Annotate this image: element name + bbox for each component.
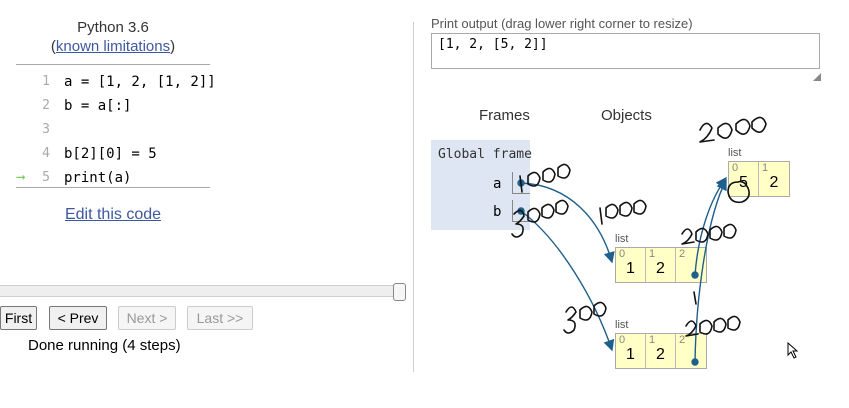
code-listing: 1 a = [1, 2, [1, 2]] 2 b = a[:] 3 4 b[2]…: [16, 70, 216, 190]
cell-value: 2: [656, 260, 665, 277]
cell-value: 1: [626, 260, 635, 277]
annotation-2000-top: [699, 116, 767, 143]
line-number: 1: [42, 74, 50, 89]
code-text: b[2][0] = 5: [64, 146, 157, 162]
code-line-3: 3: [16, 118, 216, 142]
list-label: list: [728, 147, 742, 159]
code-line-5: ➞ 5 print(a): [16, 166, 216, 190]
known-limitations-link[interactable]: known limitations: [55, 38, 171, 55]
code-text: a = [1, 2, [1, 2]]: [64, 74, 216, 90]
code-text: print(a): [64, 170, 132, 186]
line-number: 5: [42, 170, 50, 185]
annotation-circle-5: [727, 180, 750, 204]
list-cell: 1 2: [646, 334, 676, 368]
code-line-4: 4 b[2][0] = 5: [16, 142, 216, 166]
code-text: b = a[:]: [64, 98, 132, 114]
code-line-2: 2 b = a[:]: [16, 94, 216, 118]
code-bottom-divider: [16, 187, 210, 188]
first-button[interactable]: First: [0, 306, 37, 330]
global-frame: [431, 140, 530, 230]
cell-index: 0: [619, 248, 626, 260]
var-a-pointer-cell: [512, 172, 530, 194]
annotation-tick: [693, 291, 697, 305]
code-top-divider: [16, 64, 210, 65]
next-button[interactable]: Next >: [118, 306, 176, 330]
pointer-arrows: [517, 176, 727, 366]
cell-value: 2: [769, 174, 779, 191]
line-number: 4: [42, 146, 50, 161]
list-cell: 1 2: [646, 248, 676, 282]
line-number: 2: [42, 98, 50, 113]
cell-index: 2: [679, 334, 686, 346]
cell-index: 0: [619, 334, 626, 346]
handwritten-annotations: [511, 116, 767, 337]
cell-index: 1: [649, 248, 656, 260]
list-cell: 0 1: [616, 334, 646, 368]
annotation-1000-list: [599, 199, 647, 225]
print-output-label: Print output (drag lower right corner to…: [431, 16, 693, 31]
edit-code-link[interactable]: Edit this code: [64, 206, 162, 223]
global-frame-title: Global frame: [438, 147, 532, 162]
annotation-1000-a: [519, 163, 571, 193]
list-label: list: [615, 319, 629, 331]
resize-grip-icon[interactable]: [813, 73, 821, 81]
list-cell-pointer: 2: [676, 334, 706, 368]
cell-value: 1: [626, 346, 635, 363]
list-cell: 0 1: [616, 248, 646, 282]
last-button[interactable]: Last >>: [187, 306, 253, 330]
frames-header: Frames: [479, 107, 530, 124]
annotation-3000-b: [511, 199, 569, 238]
limitations-close-paren: ): [170, 38, 176, 55]
step-slider-handle[interactable]: [393, 283, 406, 301]
list-object-a: 0 1 1 2 2: [615, 247, 707, 283]
limitations-line: (known limitations): [0, 38, 226, 55]
prev-button[interactable]: < Prev: [49, 306, 107, 330]
cell-value: 2: [656, 346, 665, 363]
current-line-arrow-icon: ➞: [16, 168, 26, 187]
cell-index: 1: [649, 334, 656, 346]
arrow-b2-to-inner: [694, 178, 727, 363]
cell-index: 1: [762, 162, 769, 174]
var-b-pointer-cell: [512, 200, 530, 222]
cell-index: 2: [679, 248, 686, 260]
list-cell: 1 2: [759, 162, 789, 196]
list-label: list: [615, 233, 629, 245]
objects-header: Objects: [601, 107, 652, 124]
mouse-cursor-icon: [787, 341, 799, 359]
var-name-b: b: [493, 204, 502, 220]
annotation-2000-bottom: [685, 315, 741, 337]
var-name-a: a: [493, 176, 502, 192]
execution-status: Done running (4 steps): [28, 337, 181, 354]
code-line-1: 1 a = [1, 2, [1, 2]]: [16, 70, 216, 94]
print-output-box: [1, 2, [5, 2]]: [431, 33, 820, 69]
list-cell-pointer: 2: [676, 248, 706, 282]
arrow-b-to-list: [520, 210, 615, 352]
language-title: Python 3.6: [77, 19, 149, 36]
annotation-3000-list: [563, 301, 607, 334]
panel-divider: [413, 22, 414, 372]
line-number: 3: [42, 122, 50, 137]
cell-index: 0: [732, 162, 739, 174]
list-object-inner: 0 5 1 2: [728, 161, 790, 197]
annotation-2000-mid: [681, 223, 737, 245]
limitations-open-paren: (: [50, 38, 56, 55]
